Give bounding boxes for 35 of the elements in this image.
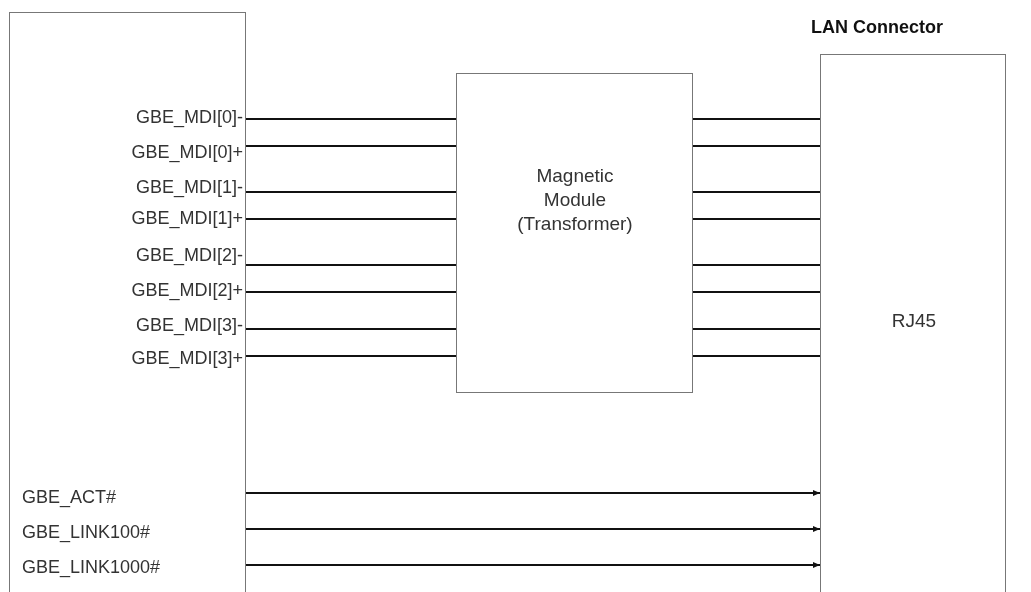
box-heading: LAN Connector	[811, 17, 943, 38]
signal-name: GBE_ACT#	[22, 486, 117, 508]
signal-name: GBE_MDI[3]+	[131, 347, 243, 369]
arrow	[245, 562, 821, 568]
signal-line	[245, 291, 457, 293]
signal-line	[245, 118, 457, 120]
box-label: Magnetic Module (Transformer)	[516, 164, 634, 236]
signal-line	[692, 291, 821, 293]
signal-line	[245, 355, 457, 357]
signal-name: GBE_MDI[2]+	[131, 279, 243, 301]
arrow	[245, 490, 821, 496]
signal-name: GBE_MDI[1]+	[131, 207, 243, 229]
signal-line	[692, 191, 821, 193]
signal-line	[692, 218, 821, 220]
signal-line	[692, 264, 821, 266]
signal-line	[692, 328, 821, 330]
signal-name: GBE_MDI[2]-	[135, 244, 243, 266]
signal-line	[692, 118, 821, 120]
chip-box	[9, 12, 246, 592]
signal-line	[245, 191, 457, 193]
signal-name: GBE_LINK100#	[22, 521, 151, 543]
signal-line	[245, 264, 457, 266]
signal-line	[692, 145, 821, 147]
transformer-box	[456, 73, 693, 393]
signal-name: GBE_MDI[3]-	[135, 314, 243, 336]
signal-line	[245, 145, 457, 147]
signal-line	[692, 355, 821, 357]
signal-name: GBE_MDI[0]-	[135, 106, 243, 128]
signal-line	[245, 328, 457, 330]
signal-name: GBE_MDI[0]+	[131, 141, 243, 163]
signal-line	[245, 218, 457, 220]
arrow	[245, 526, 821, 532]
signal-name: GBE_LINK1000#	[22, 556, 161, 578]
signal-name: GBE_MDI[1]-	[135, 176, 243, 198]
box-label: RJ45	[890, 309, 938, 333]
